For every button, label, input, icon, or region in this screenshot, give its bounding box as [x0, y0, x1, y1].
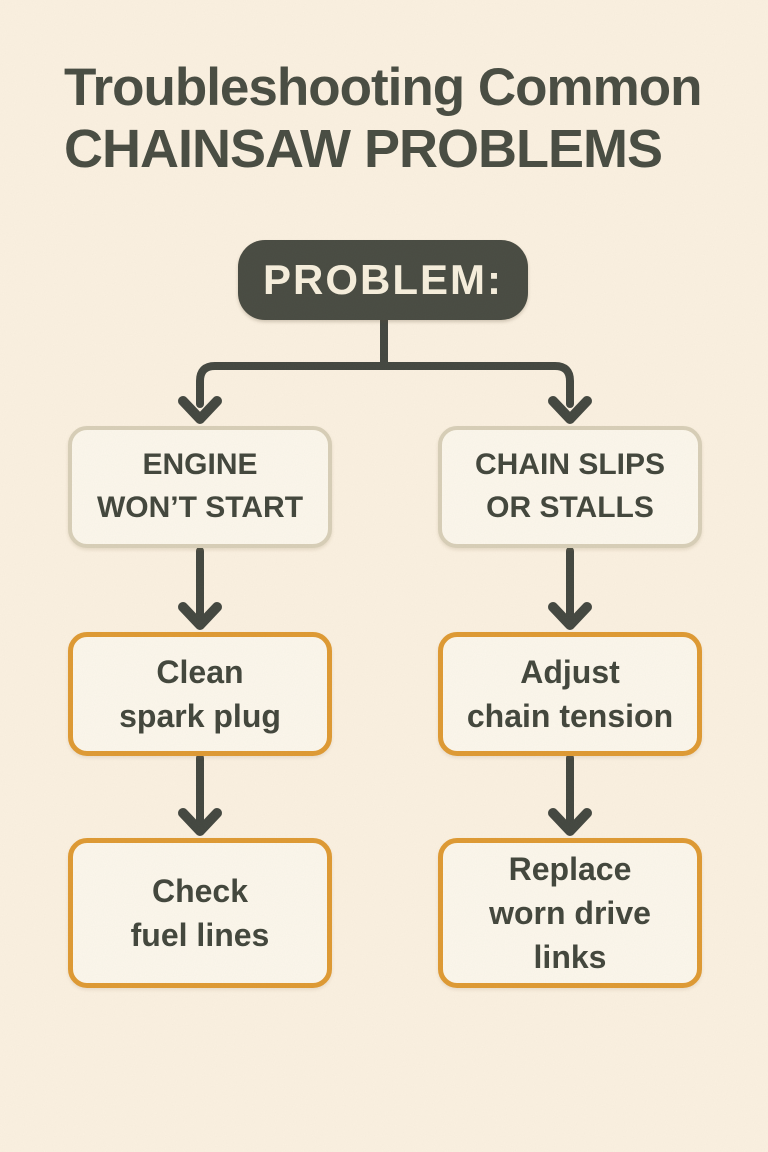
- arrowhead-right-step2-icon: [548, 808, 592, 836]
- title-line-2: CHAINSAW PROBLEMS: [64, 119, 663, 180]
- connector-branch-split: [196, 362, 574, 408]
- flow-node-problem-root: PROBLEM:: [238, 240, 528, 320]
- arrowhead-left-step2-icon: [178, 808, 222, 836]
- title-line-1: Troubleshooting Common: [64, 58, 702, 117]
- flow-node-clean-spark-plug: Clean spark plug: [68, 632, 332, 756]
- flow-node-adjust-chain-tension: Adjust chain tension: [438, 632, 702, 756]
- problem-root-label: PROBLEM:: [263, 256, 503, 303]
- arrowhead-left-step1-icon: [178, 602, 222, 630]
- flow-node-replace-worn-drive-links: Replace worn drive links: [438, 838, 702, 988]
- flow-node-engine-wont-start: ENGINE WON’T START: [68, 426, 332, 548]
- flow-node-chain-slips-or-stalls: CHAIN SLIPS OR STALLS: [438, 426, 702, 548]
- arrowhead-branch-left-icon: [178, 396, 222, 424]
- page-title: Troubleshooting Common CHAINSAW PROBLEMS: [64, 57, 702, 181]
- arrowhead-branch-right-icon: [548, 396, 592, 424]
- arrowhead-right-step1-icon: [548, 602, 592, 630]
- flow-node-check-fuel-lines: Check fuel lines: [68, 838, 332, 988]
